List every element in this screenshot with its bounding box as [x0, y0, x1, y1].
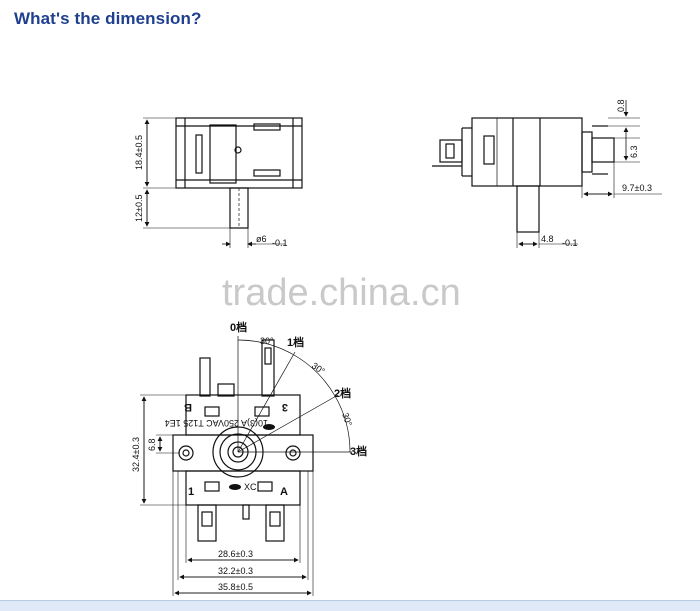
side-view-right	[432, 100, 662, 248]
center-mark-text: XC	[244, 482, 257, 492]
rating-text: 10(3)A 250VAC T125 1E4	[165, 418, 268, 428]
tab-thickness-dim: 0.8	[616, 99, 626, 112]
rating-mark-dot	[263, 424, 275, 430]
shaft-flat-dim: 4.8	[541, 234, 554, 244]
width-dim-middle: 32.2±0.3	[218, 566, 253, 576]
tab-width-dim: 6.3	[629, 145, 639, 158]
page-title: What's the dimension?	[14, 9, 202, 28]
position-label-0: 0档	[230, 320, 247, 334]
shaft-diameter-tol: -0.1	[272, 238, 288, 248]
angle-label-1: 30°	[260, 336, 274, 346]
hole-offset-dim: 6.8	[147, 438, 157, 451]
position-label-3: 3档	[350, 444, 367, 458]
position-label-1: 1档	[287, 335, 304, 349]
width-dim-inner: 28.6±0.3	[218, 549, 253, 559]
tab-length-dim: 9.7±0.3	[622, 183, 652, 193]
front-height-dim: 32.4±0.3	[131, 437, 141, 472]
front-view	[140, 336, 352, 596]
corner-label-a: A	[280, 486, 288, 498]
width-dim-outer: 35.8±0.5	[218, 582, 253, 592]
corner-label-1: 1	[188, 486, 194, 498]
shaft-length-dim: 12±0.5	[134, 195, 144, 222]
position-label-2: 2档	[334, 386, 351, 400]
side-view-left	[143, 117, 303, 248]
angle-label-3: 30°	[340, 411, 354, 428]
angle-label-2: 30°	[310, 360, 327, 376]
corner-label-3: 3	[282, 401, 288, 413]
watermark: trade.china.cn	[222, 272, 461, 314]
corner-label-b: B	[184, 401, 192, 413]
footer-bar	[0, 600, 700, 611]
shaft-flat-tol: -0.1	[562, 238, 578, 248]
shaft-diameter-dim: ø6	[256, 234, 267, 244]
center-mark-dot	[229, 484, 241, 490]
height-dim-left: 18.4±0.5	[134, 135, 144, 170]
